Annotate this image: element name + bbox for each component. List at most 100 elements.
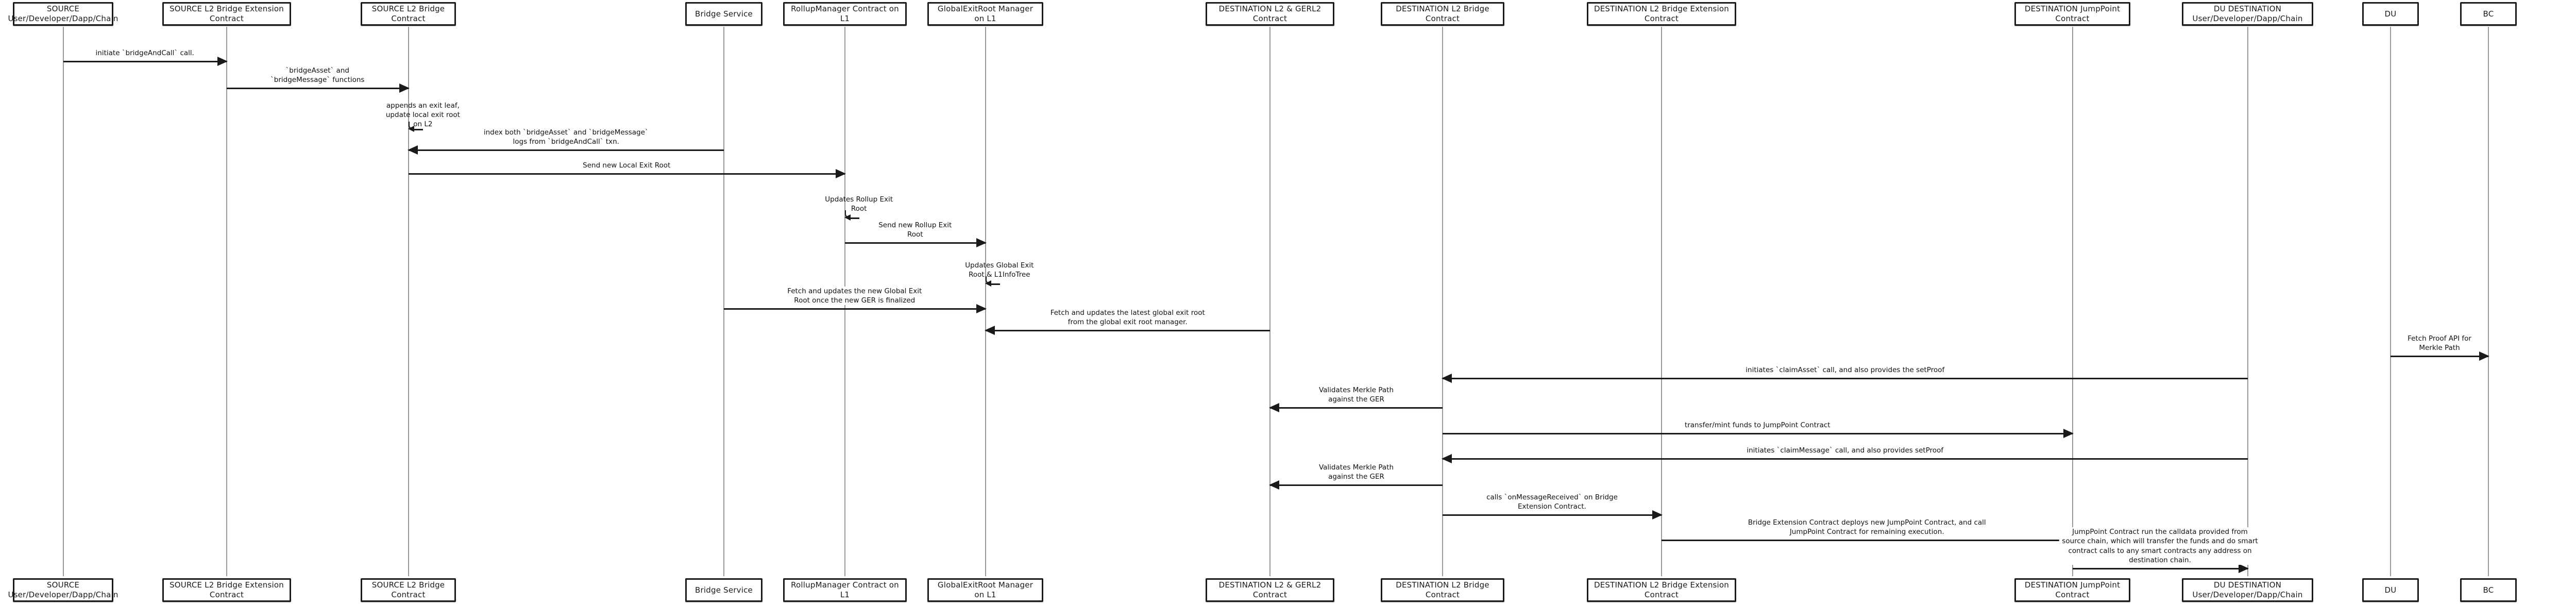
participant-label-line1: DESTINATION JumpPoint [2024, 580, 2121, 590]
participant-box-du-bottom: DU [2362, 578, 2419, 602]
self-note-n3: Updates Global Exit Root & L1InfoTree [965, 261, 1034, 279]
message-label: index both `bridgeAsset` and `bridgeMess… [480, 127, 652, 146]
message-label: Fetch and updates the latest global exit… [1047, 308, 1208, 327]
message-label: transfer/mint funds to JumpPoint Contrac… [1681, 420, 1834, 430]
participant-label-line1: DESTINATION L2 Bridge Extension [1594, 580, 1729, 590]
arrow-head-icon [407, 145, 418, 155]
participant-label-line1: DESTINATION L2 & GERL2 [1218, 580, 1321, 590]
message-label: initiates `claimAsset` call, and also pr… [1742, 365, 1948, 375]
participant-label-line1: SOURCE L2 Bridge Extension [170, 580, 284, 590]
lifeline-dest_bridge [1442, 27, 1443, 576]
message-line [408, 149, 724, 151]
arrow-head-icon [1269, 403, 1279, 412]
message-line [63, 61, 227, 62]
message-line [1270, 407, 1443, 409]
arrow-head-icon [1269, 480, 1279, 490]
lifeline-ger_mgr [985, 27, 986, 576]
participant-label-line2: Contract [391, 14, 426, 23]
arrow-head-icon [976, 238, 987, 247]
message-line [1443, 458, 2248, 460]
lifeline-du_dest [2247, 27, 2248, 576]
lifeline-bridge_svc [723, 27, 724, 576]
participant-label-line2: Contract [2055, 590, 2090, 599]
lifeline-dest_ger [1269, 27, 1270, 576]
participant-label-line2: Contract [1425, 590, 1460, 599]
participant-label-line2: Contract [1425, 14, 1460, 23]
message-label: Bridge Extension Contract deploys new Ju… [1744, 517, 1989, 536]
participant-label-line2: L1 [840, 590, 850, 599]
participant-label-line2: Contract [1644, 590, 1679, 599]
lifeline-bc [2488, 27, 2489, 576]
lifeline-src_ext [226, 27, 227, 576]
participant-box-bc-top: BC [2460, 2, 2517, 26]
message-line [1443, 378, 2248, 379]
message-line [1443, 514, 1662, 516]
arrow-head-icon [2479, 351, 2489, 361]
message-line [845, 242, 986, 244]
participant-label-line1: DU [2384, 585, 2397, 595]
message-label: Fetch Proof API for Merkle Path [2404, 333, 2475, 353]
message-line [1270, 484, 1443, 486]
lifeline-dest_jump [2072, 27, 2073, 576]
arrow-head-icon [1442, 454, 1452, 463]
arrow-head-icon [1652, 510, 1663, 519]
participant-box-du-top: DU [2362, 2, 2419, 26]
message-label: Fetch and updates the new Global Exit Ro… [784, 286, 925, 305]
participant-label-line1: DU DESTINATION [2213, 580, 2282, 590]
participant-label-line2: Contract [391, 590, 426, 599]
participant-label-line1: DESTINATION L2 Bridge Extension [1594, 4, 1729, 14]
lifeline-dest_ext [1661, 27, 1662, 576]
self-note-n2: Updates Rollup Exit Root [825, 195, 893, 213]
participant-label-line1: SOURCE [46, 4, 80, 14]
participant-label-line2: User/Developer/Dapp/Chain [8, 590, 118, 599]
arrow-head-icon [2238, 564, 2249, 573]
message-line [985, 330, 1270, 331]
lifeline-du [2390, 27, 2391, 576]
message-line [2072, 568, 2248, 569]
participant-label-line1: SOURCE L2 Bridge [371, 580, 445, 590]
participant-label-line1: DU DESTINATION [2213, 4, 2282, 14]
self-call-loop-icon [408, 122, 423, 132]
message-label: calls `onMessageReceived` on Bridge Exte… [1483, 492, 1621, 511]
participant-label-line1: DU [2384, 9, 2397, 19]
message-line [1662, 540, 2073, 541]
arrow-head-icon [1442, 374, 1452, 383]
participant-label-line1: RollupManager Contract on [791, 580, 899, 590]
participant-label-line2: User/Developer/Dapp/Chain [2192, 590, 2303, 599]
participant-label-line1: DESTINATION JumpPoint [2024, 4, 2121, 14]
self-note-n1: appends an exit leaf, update local exit … [385, 102, 460, 129]
participant-label-line1: GlobalExitRoot Manager [937, 4, 1033, 14]
message-label: `bridgeAsset` and `bridgeMessage` functi… [267, 65, 368, 85]
participant-label-line1: SOURCE L2 Bridge Extension [170, 4, 284, 14]
participant-label-line2: L1 [840, 14, 850, 23]
message-label: initiate `bridgeAndCall` call. [92, 48, 197, 58]
arrow-head-icon [836, 169, 846, 178]
arrow-head-icon [984, 326, 995, 335]
participant-label-line2: Contract [2055, 14, 2090, 23]
message-line [724, 308, 986, 310]
participant-label-line2: User/Developer/Dapp/Chain [8, 14, 118, 23]
message-label: Send new Rollup Exit Root [875, 220, 955, 239]
participant-label-line1: BC [2483, 9, 2494, 19]
message-label: Validates Merkle Path against the GER [1315, 385, 1397, 404]
participant-label-line2: Contract [1644, 14, 1679, 23]
arrow-head-icon [976, 304, 987, 313]
message-label: Send new Local Exit Root [580, 160, 674, 170]
participant-label-line1: DESTINATION L2 Bridge [1396, 580, 1489, 590]
arrow-head-icon [2063, 429, 2074, 438]
